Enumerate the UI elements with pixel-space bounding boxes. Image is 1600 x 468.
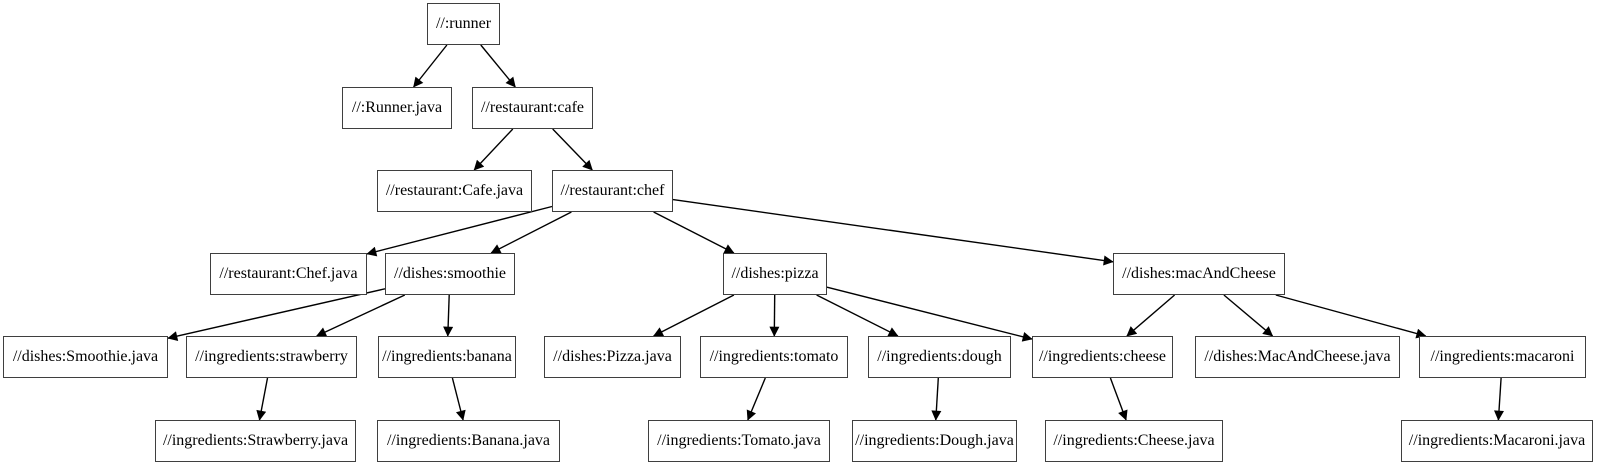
graph-node-macaroni-java: //ingredients:Macaroni.java xyxy=(1401,420,1593,462)
graph-node-tomato: //ingredients:tomato xyxy=(700,336,848,378)
graph-node-chef-java: //restaurant:Chef.java xyxy=(210,253,367,295)
graph-node-label: //:runner xyxy=(435,15,492,32)
edge-pizza-to-cheese xyxy=(826,286,1033,342)
graph-node-label: //ingredients:tomato xyxy=(709,348,839,365)
graph-node-runner: //:runner xyxy=(427,3,500,45)
graph-node-dough: //ingredients:dough xyxy=(868,336,1011,378)
graph-node-smoothie-java: //dishes:Smoothie.java xyxy=(3,336,168,378)
graph-node-chef: //restaurant:chef xyxy=(552,170,673,212)
graph-node-runner-java: //:Runner.java xyxy=(342,87,452,129)
graph-node-macaroni: //ingredients:macaroni xyxy=(1419,336,1586,378)
edge-macandcheese-to-macaroni xyxy=(1275,294,1427,339)
edge-pizza-to-dough xyxy=(816,294,899,337)
graph-node-label: //ingredients:dough xyxy=(877,348,1002,365)
edge-banana-to-banana-java xyxy=(451,377,466,421)
graph-node-banana-java: //ingredients:Banana.java xyxy=(377,420,560,462)
graph-node-label: //ingredients:macaroni xyxy=(1430,348,1575,365)
edge-strawberry-to-strawberry-java xyxy=(256,377,269,421)
graph-node-label: //ingredients:Strawberry.java xyxy=(162,432,349,449)
edge-smoothie-to-smoothie-java xyxy=(167,288,386,342)
graph-node-label: //:Runner.java xyxy=(351,99,443,116)
graph-node-strawberry-java: //ingredients:Strawberry.java xyxy=(155,420,356,462)
graph-node-label: //restaurant:chef xyxy=(560,182,665,199)
graph-node-cafe-java: //restaurant:Cafe.java xyxy=(377,170,532,212)
edge-macaroni-to-macaroni-java xyxy=(1494,377,1504,421)
graph-node-smoothie: //dishes:smoothie xyxy=(385,253,515,295)
graph-node-macandcheese: //dishes:macAndCheese xyxy=(1113,253,1285,295)
graph-node-label: //ingredients:Tomato.java xyxy=(657,432,821,449)
edge-chef-to-chef-java xyxy=(366,205,553,257)
edge-cheese-to-cheese-java xyxy=(1109,377,1128,421)
edge-chef-to-smoothie xyxy=(490,211,572,254)
edge-cafe-to-cafe-java xyxy=(473,128,514,171)
graph-node-cheese: //ingredients:cheese xyxy=(1032,336,1173,378)
edge-dough-to-dough-java xyxy=(931,377,942,421)
graph-node-label: //ingredients:cheese xyxy=(1038,348,1167,365)
graph-node-macandcheese-java: //dishes:MacAndCheese.java xyxy=(1195,336,1400,378)
graph-node-cafe: //restaurant:cafe xyxy=(472,87,593,129)
graph-node-banana: //ingredients:banana xyxy=(378,336,516,378)
graph-node-label: //dishes:MacAndCheese.java xyxy=(1204,348,1391,365)
edge-macandcheese-to-cheese xyxy=(1126,294,1176,337)
graph-node-label: //restaurant:Chef.java xyxy=(219,265,358,282)
graph-node-label: //ingredients:Macaroni.java xyxy=(1408,432,1586,449)
graph-node-cheese-java: //ingredients:Cheese.java xyxy=(1045,420,1223,462)
graph-node-pizza-java: //dishes:Pizza.java xyxy=(544,336,681,378)
graph-node-label: //ingredients:strawberry xyxy=(195,348,348,365)
graph-node-label: //restaurant:cafe xyxy=(480,99,585,116)
graph-node-tomato-java: //ingredients:Tomato.java xyxy=(648,420,830,462)
graph-node-label: //dishes:Smoothie.java xyxy=(12,348,159,365)
edge-tomato-to-tomato-java xyxy=(746,377,766,421)
graph-node-label: //dishes:Pizza.java xyxy=(553,348,672,365)
edge-cafe-to-chef xyxy=(552,128,593,171)
graph-node-label: //dishes:pizza xyxy=(731,265,819,282)
graph-node-label: //dishes:smoothie xyxy=(394,265,506,282)
graph-node-label: //ingredients:Cheese.java xyxy=(1053,432,1215,449)
edge-runner-to-cafe xyxy=(480,44,516,88)
graph-node-label: //ingredients:Dough.java xyxy=(855,432,1014,449)
graph-node-label: //restaurant:Cafe.java xyxy=(385,182,524,199)
edge-runner-to-runner-java xyxy=(413,44,448,88)
edge-chef-to-pizza xyxy=(653,211,735,254)
graph-node-pizza: //dishes:pizza xyxy=(723,253,827,295)
graph-node-label: //dishes:macAndCheese xyxy=(1122,265,1276,282)
edge-pizza-to-pizza-java xyxy=(652,294,735,337)
edge-smoothie-to-strawberry xyxy=(316,294,406,337)
edge-smoothie-to-banana xyxy=(443,294,454,337)
edge-chef-to-macandcheese xyxy=(672,198,1114,266)
graph-node-label: //ingredients:Banana.java xyxy=(386,432,551,449)
graph-node-dough-java: //ingredients:Dough.java xyxy=(852,420,1017,462)
graph-node-strawberry: //ingredients:strawberry xyxy=(186,336,357,378)
edge-macandcheese-to-macandcheese-java xyxy=(1223,294,1274,337)
graph-node-label: //ingredients:banana xyxy=(382,348,512,365)
